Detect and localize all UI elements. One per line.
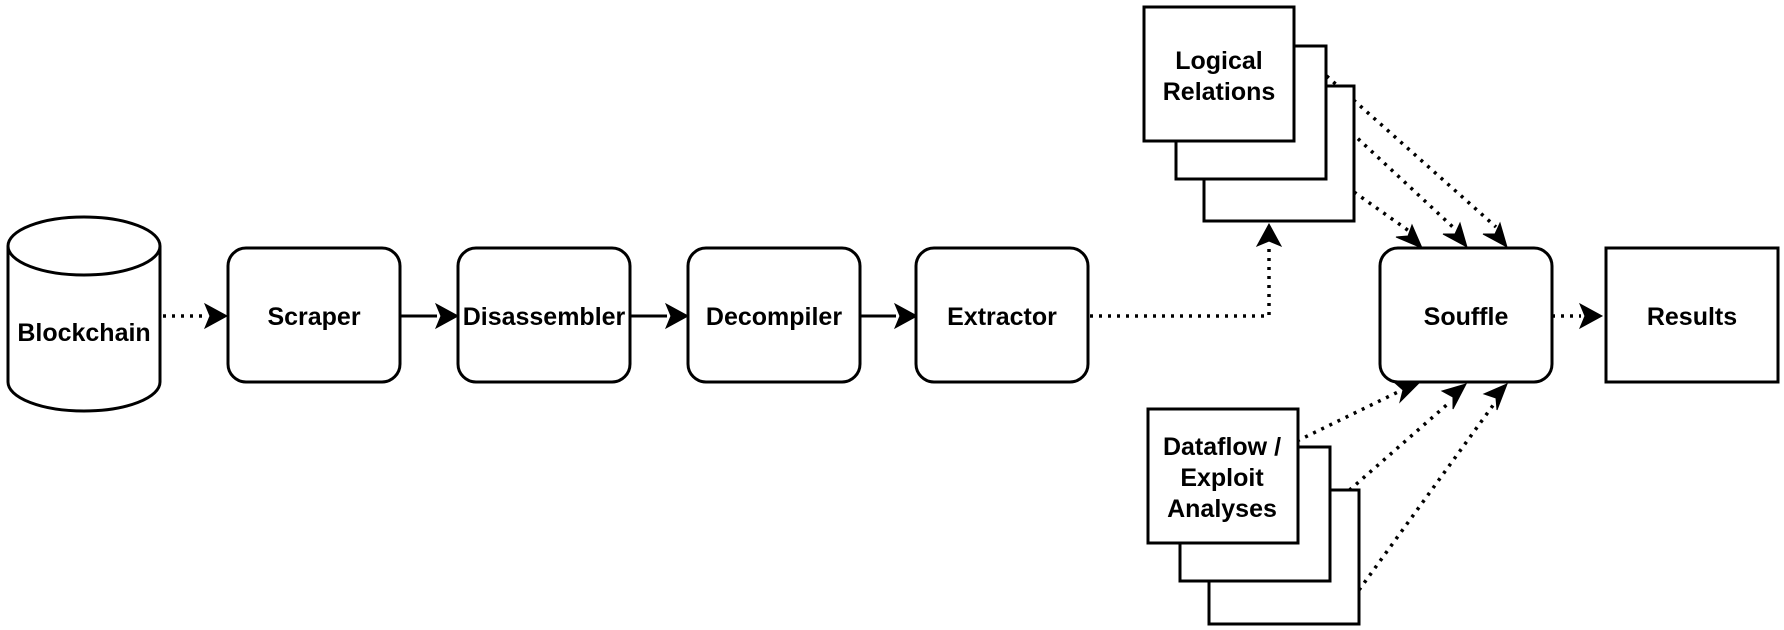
node-blockchain: Blockchain xyxy=(6,215,162,413)
document-stack-front-icon xyxy=(1146,407,1300,545)
node-label-logical-relations-line-2: Relations xyxy=(1163,78,1276,106)
edge-logical-souffle-3 xyxy=(1352,190,1411,233)
decompiler-box xyxy=(686,246,862,384)
arrowhead-scraper xyxy=(203,302,229,330)
edge-dataflow-souffle-1 xyxy=(1296,390,1399,443)
arrowhead-logical-relations xyxy=(1255,222,1283,248)
node-label-souffle: Souffle xyxy=(1424,303,1509,331)
node-label-extractor: Extractor xyxy=(947,303,1057,331)
scraper-box xyxy=(226,246,402,384)
arrowhead-souffle-top-3 xyxy=(1395,223,1423,249)
document-stack-front-icon xyxy=(1142,5,1296,143)
database-cylinder-icon xyxy=(6,215,162,413)
node-label-decompiler: Decompiler xyxy=(706,303,842,331)
node-extractor: Extractor xyxy=(914,246,1090,384)
arrowhead-souffle-bottom-1 xyxy=(1392,381,1421,404)
edge-dataflow-souffle-3 xyxy=(1357,402,1496,592)
extractor-box xyxy=(914,246,1090,384)
node-disassembler: Disassembler xyxy=(456,246,632,384)
node-results: Results xyxy=(1604,246,1780,384)
arrowhead-disassembler xyxy=(434,302,460,330)
node-logical-relations: Logical Relations xyxy=(1142,5,1356,223)
node-label-results: Results xyxy=(1647,303,1737,331)
arrowhead-decompiler xyxy=(664,302,690,330)
arrowhead-results xyxy=(1578,302,1604,330)
results-box xyxy=(1604,246,1780,384)
node-label-blockchain: Blockchain xyxy=(17,319,150,347)
node-label-dataflow-line-3: Analyses xyxy=(1167,495,1277,523)
node-label-dataflow-line-2: Exploit xyxy=(1180,464,1264,492)
node-dataflow-analyses: Dataflow / Exploit Analyses xyxy=(1146,407,1361,626)
node-label-scraper: Scraper xyxy=(267,303,360,331)
node-scraper: Scraper xyxy=(226,246,402,384)
edge-extractor-logical-relations xyxy=(1090,248,1271,318)
node-label-disassembler: Disassembler xyxy=(463,303,626,331)
disassembler-box xyxy=(456,246,632,384)
node-label-logical-relations-line-1: Logical xyxy=(1175,47,1263,75)
node-souffle: Souffle xyxy=(1378,246,1554,384)
cylinder-top-rim xyxy=(6,245,162,277)
arrowhead-souffle-top-1 xyxy=(1482,221,1508,249)
arrowhead-extractor xyxy=(893,302,919,330)
nodes: Blockchain Scraper Disassembler Decompil… xyxy=(6,5,1780,626)
arrowhead-souffle-top-2 xyxy=(1442,221,1468,249)
souffle-box xyxy=(1378,246,1554,384)
node-label-dataflow-line-1: Dataflow / xyxy=(1163,433,1281,461)
arrowhead-souffle-bottom-3 xyxy=(1482,383,1508,411)
arrowhead-souffle-bottom-2 xyxy=(1440,383,1467,410)
node-decompiler: Decompiler xyxy=(686,246,862,384)
